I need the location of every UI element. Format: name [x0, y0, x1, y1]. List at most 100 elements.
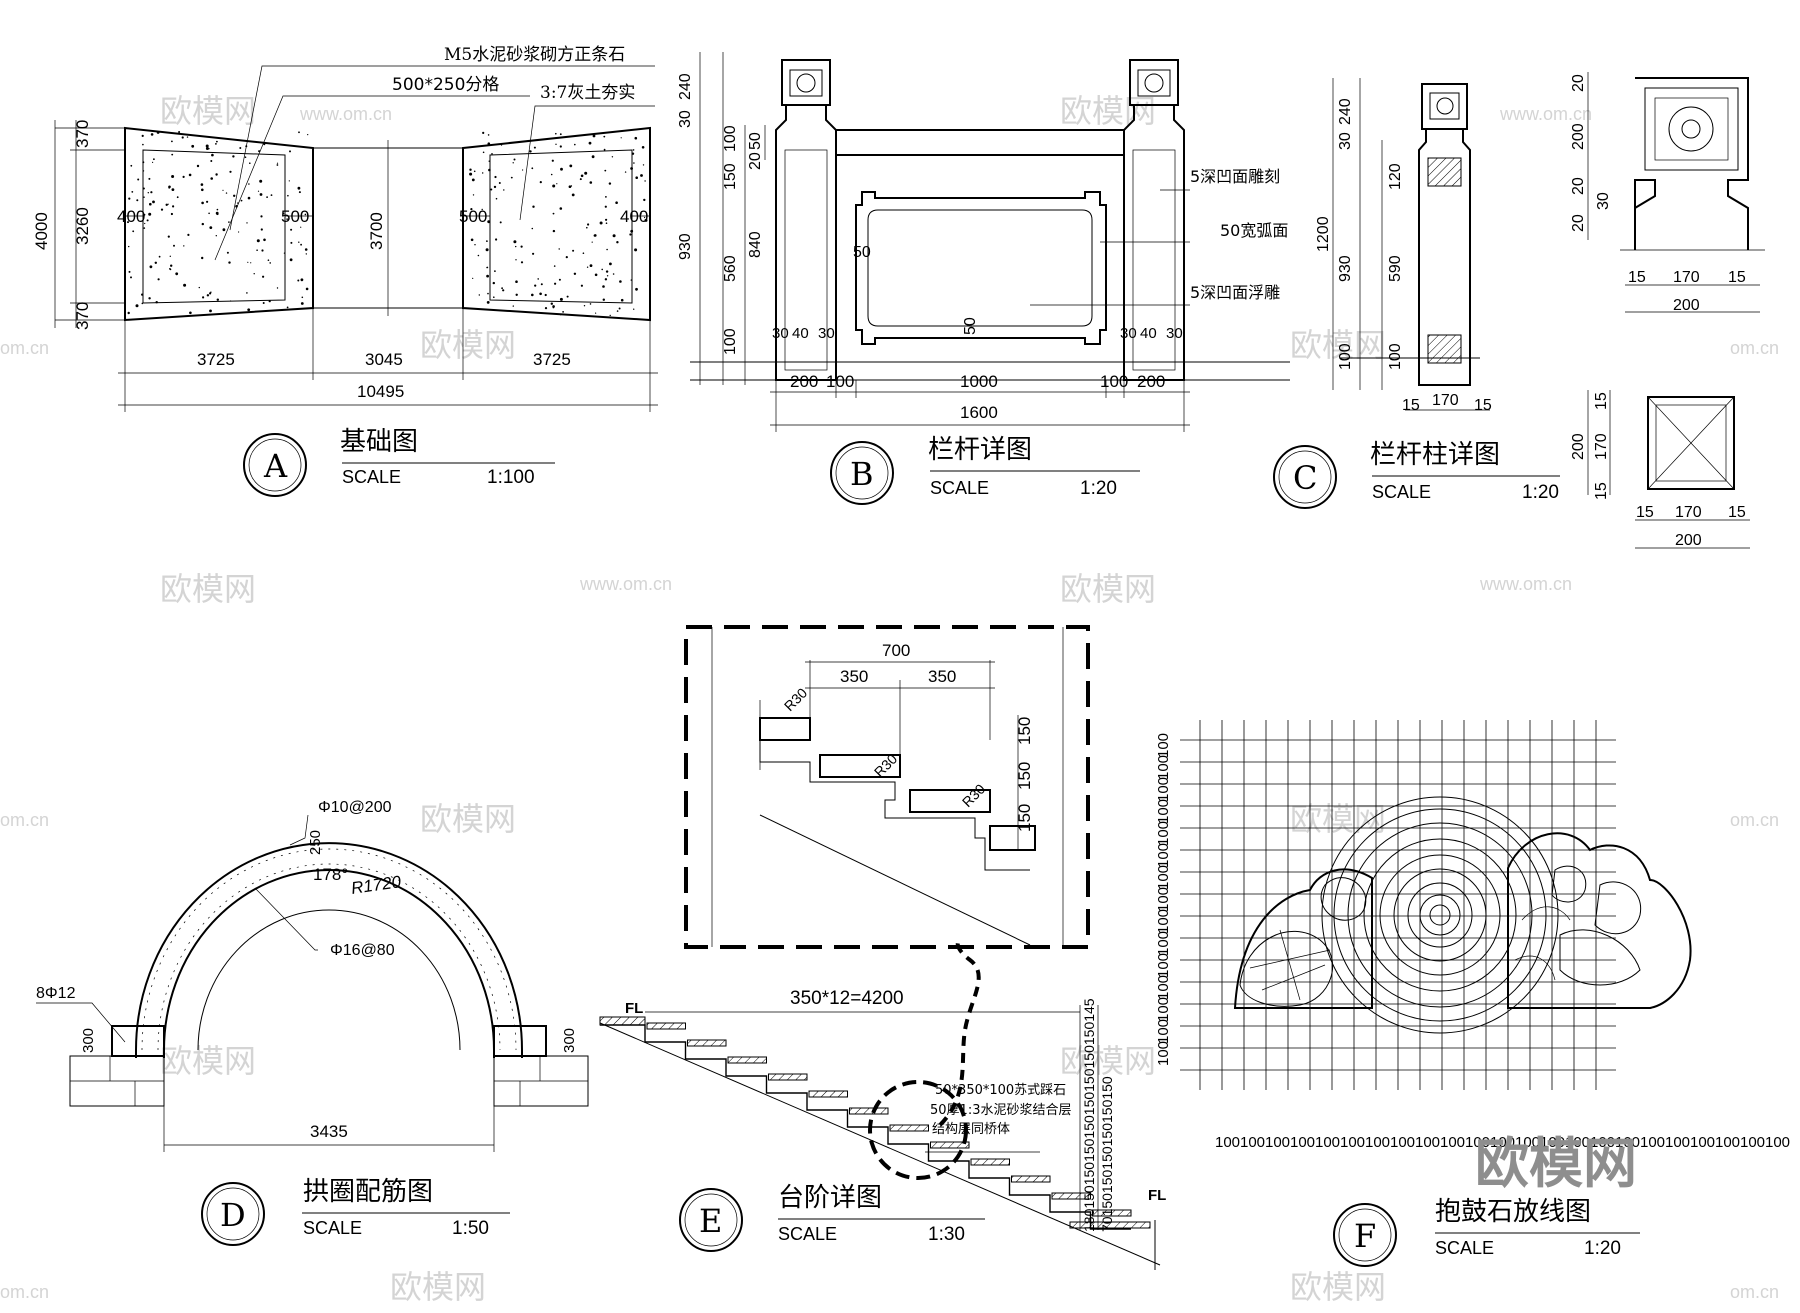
hatch-dot: [200, 183, 204, 186]
hatch-dot: [606, 275, 609, 277]
hatch-dot: [128, 197, 131, 200]
hatch-dot: [493, 185, 497, 189]
hatch-dot: [176, 196, 179, 199]
watermark-brand: 欧模网: [160, 92, 256, 130]
detail-marker-circle: [679, 1188, 743, 1252]
hatch-dot: [270, 194, 273, 197]
hatch-dot: [267, 259, 270, 262]
dim-20: 20: [747, 152, 764, 170]
hatch-dot: [500, 144, 503, 146]
cap-carving: [1137, 69, 1171, 97]
axis-label-x: 100: [1615, 1134, 1640, 1151]
drum-stone-outline-right: [1507, 832, 1692, 1009]
hatch-dot: [304, 248, 308, 251]
hatch-dot: [210, 177, 213, 180]
dim-200: 200: [1570, 123, 1587, 150]
leader-note-1: [229, 65, 655, 231]
scale-value: 1:20: [1584, 1238, 1621, 1259]
dim-15: 15: [1593, 482, 1610, 500]
hatch-dot: [556, 183, 558, 185]
hatch-dot: [171, 140, 173, 143]
hatch-dot: [170, 264, 173, 267]
hatch-dot: [473, 170, 476, 173]
hatch-dot: [611, 156, 614, 158]
step-tread: [646, 1022, 686, 1030]
leader: [36, 1002, 126, 1043]
hatch-dot: [298, 191, 301, 194]
hatch-dot: [247, 196, 251, 200]
hatch-dot: [624, 171, 627, 173]
axis-label-x: 100: [1490, 1134, 1515, 1151]
detail-marker-inner: [248, 438, 302, 492]
hatch-dot: [269, 262, 272, 264]
hatch-dot: [612, 273, 615, 275]
hatch-dot: [469, 172, 473, 176]
hatch-dot: [141, 134, 144, 137]
dim-370-top: 370: [73, 120, 92, 148]
note-m5-mortar: M5水泥砂浆砌方正条石: [444, 45, 625, 65]
dim-560: 560: [722, 255, 739, 282]
scale-label: SCALE: [1435, 1238, 1494, 1258]
hatch-dot: [216, 208, 219, 211]
hatch-dot: [276, 287, 279, 289]
note-recess-carving: 5深凹面雕刻: [1190, 167, 1280, 186]
hatch-dot: [531, 293, 534, 297]
hatch-dot: [635, 287, 638, 291]
hatch-dot: [605, 218, 608, 221]
hatch-dot: [522, 169, 524, 171]
hatch-dot: [515, 280, 518, 284]
inset-slope: [759, 814, 1031, 946]
rebar-inner: [157, 863, 501, 1051]
hatch-dot: [630, 279, 632, 281]
hatch-dot: [171, 188, 175, 192]
hatch-dot: [539, 292, 542, 296]
hatch-dot: [148, 297, 151, 300]
hatch-dot: [486, 266, 489, 269]
detail-marker-inner: [835, 446, 889, 500]
detail-a-foundation-plan: M5水泥砂浆砌方正条石 500*250分格 3:7灰土夯实 370 3260 3…: [32, 45, 658, 497]
hatch-dot: [620, 298, 624, 302]
hatch-dot: [490, 188, 493, 191]
hatch-dot: [154, 261, 157, 264]
hatch-dot: [248, 183, 250, 185]
hatch-dot: [300, 243, 302, 246]
hatch-dot: [487, 142, 491, 145]
hatch-dot: [209, 226, 213, 230]
dim-1200: 1200: [1315, 216, 1332, 252]
inset-tread-2: [819, 754, 901, 778]
hatch-dot: [510, 176, 513, 179]
hatch-dot: [286, 306, 289, 309]
dim-30: 30: [1166, 325, 1183, 342]
watermark-brand: 欧模网: [160, 570, 256, 608]
dim-30: 30: [772, 325, 789, 342]
hatch-dot: [136, 199, 139, 202]
plan-diagonal: [1647, 396, 1735, 490]
hatch-dot: [555, 132, 557, 135]
dim-15: 15: [1728, 504, 1746, 521]
watermark-url: om.cn: [1730, 1282, 1779, 1302]
hatch-dot: [605, 196, 607, 198]
rise-dims-lower: 70150150150150150150: [1099, 1076, 1115, 1232]
hatch-dot: [551, 159, 554, 162]
hatch-dot: [571, 193, 575, 197]
drum-ring: [1429, 904, 1451, 926]
step-tread: [687, 1039, 727, 1047]
hatch-dot: [304, 213, 307, 216]
watermark-brand: 欧模网: [420, 326, 516, 364]
hatch-dot: [261, 249, 264, 252]
axis-label-x: 100: [1565, 1134, 1590, 1151]
step-tread: [727, 1056, 767, 1064]
hatch-dot: [529, 150, 532, 153]
hatch-dot: [572, 249, 575, 252]
hatch-dot: [595, 312, 597, 314]
hatch-dot: [150, 191, 153, 194]
hatch-dot: [206, 200, 209, 203]
dim-50-mid: 50: [962, 317, 979, 335]
inset-tread-4: [989, 825, 1036, 851]
post-plan: [1647, 396, 1735, 490]
drum-ring: [1333, 808, 1547, 1022]
hatch-dot: [570, 185, 573, 187]
hatch-dot: [580, 174, 584, 178]
detail-title: 台阶详图: [778, 1183, 882, 1213]
watermark-brand: 欧模网: [1060, 1042, 1156, 1080]
